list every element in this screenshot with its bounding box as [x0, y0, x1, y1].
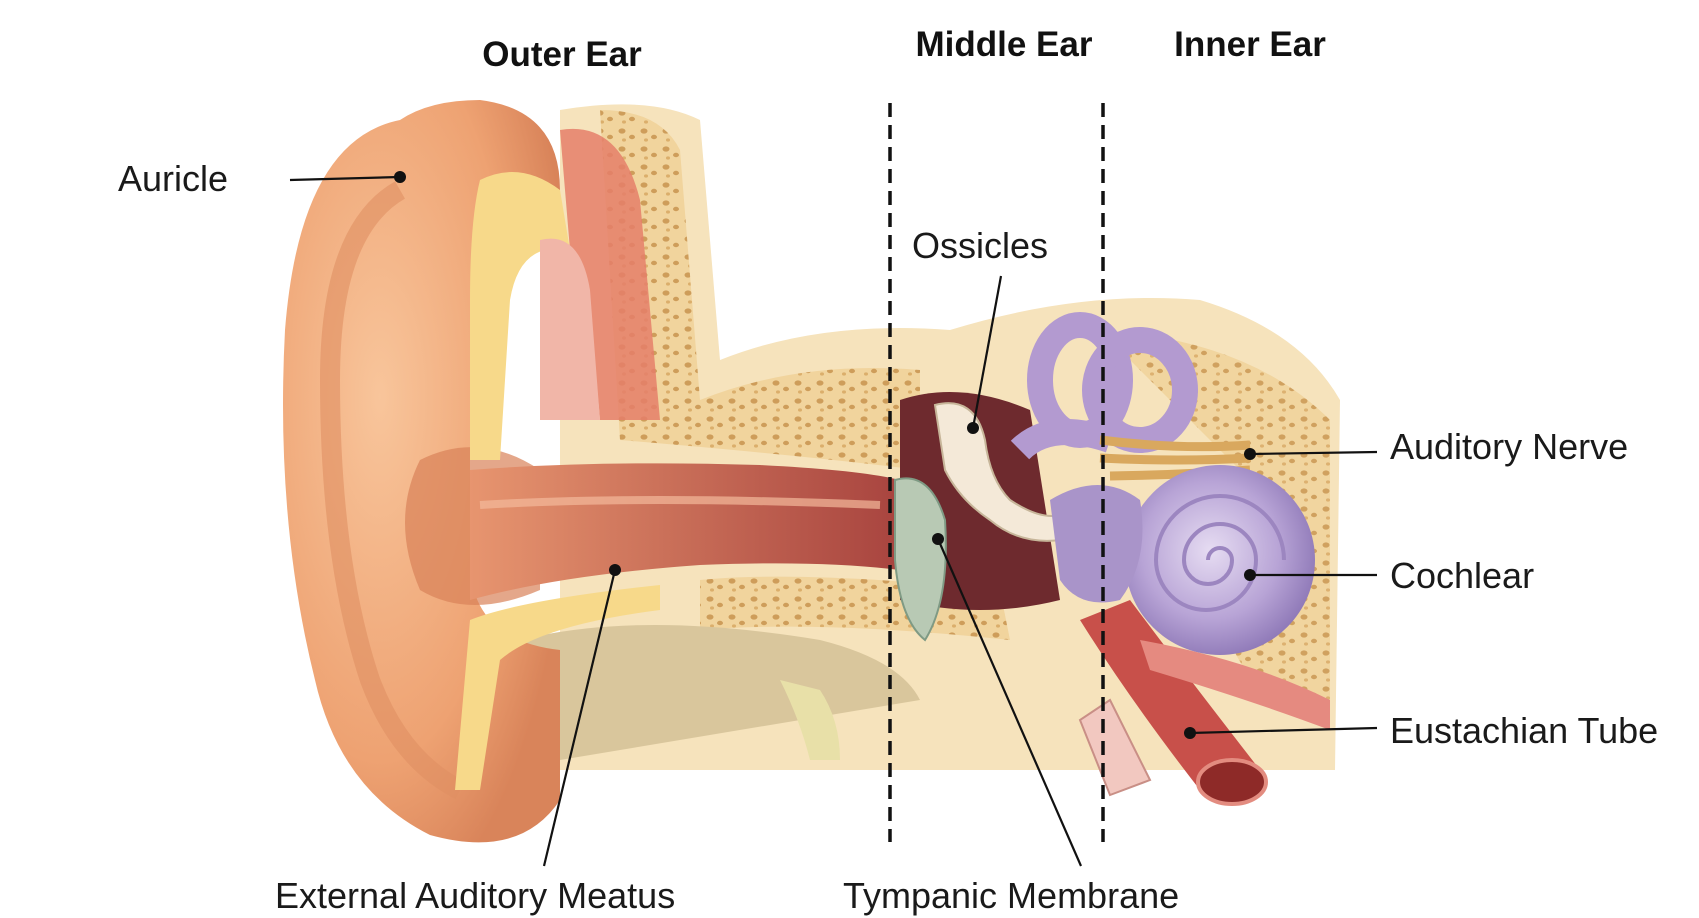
external-auditory-meatus-leader: [542, 569, 617, 867]
auditory-nerve-label: Auditory Nerve: [1390, 426, 1628, 467]
label-external-auditory-meatus: External Auditory Meatus: [275, 564, 675, 916]
cochlear-dot: [1244, 569, 1256, 581]
ossicles-shape: [933, 402, 1061, 542]
auricle-label: Auricle: [118, 158, 228, 199]
tympanic-membrane-leader: [936, 538, 1083, 867]
label-cochlear: Cochlear: [1244, 555, 1534, 596]
ossicles-label: Ossicles: [912, 225, 1048, 266]
region-title-middle-ear: Middle Ear: [916, 25, 1093, 64]
region-title-outer-ear: Outer Ear: [482, 35, 642, 74]
eustachian-tube-leader: [1189, 726, 1378, 735]
cochlear-label: Cochlear: [1390, 555, 1534, 596]
label-tympanic-membrane: Tympanic Membrane: [843, 533, 1179, 916]
external-auditory-meatus-dot: [609, 564, 621, 576]
ear-canal-highlight: [479, 496, 881, 509]
eustachian-tube-dot: [1184, 727, 1196, 739]
auricle-leader: [289, 175, 401, 182]
label-auricle: Auricle: [118, 158, 406, 199]
auditory-nerve-dot: [1244, 448, 1256, 460]
soft-tissue-upper: [560, 128, 660, 420]
ossicles-leader: [971, 275, 1003, 429]
nasopharynx-muscle: [1078, 698, 1152, 797]
eustachian-tube-label: Eustachian Tube: [1390, 710, 1658, 751]
auditory-nerve-leader: [1249, 450, 1378, 456]
label-auditory-nerve: Auditory Nerve: [1244, 426, 1628, 467]
label-eustachian-tube: Eustachian Tube: [1184, 710, 1658, 751]
tympanic-membrane-shape: [894, 477, 947, 642]
region-title-inner-ear: Inner Ear: [1174, 25, 1326, 64]
tympanic-membrane-dot: [932, 533, 944, 545]
cochlea-shape: [1125, 465, 1315, 655]
eustachian-tube-shape: [1080, 600, 1260, 790]
styloid-process: [780, 680, 840, 760]
spongy-bone-upper: [600, 110, 920, 470]
ear-illustration: [283, 100, 1340, 843]
soft-tissue-upper-pink: [540, 238, 600, 420]
cartilage-lower: [455, 585, 660, 790]
auricle-dot: [394, 171, 406, 183]
tympanic-membrane-label: Tympanic Membrane: [843, 875, 1179, 916]
ossicles-dot: [967, 422, 979, 434]
auricle-helix-inner: [319, 181, 465, 799]
label-ossicles: Ossicles: [912, 225, 1048, 434]
eustachian-tube-opening: [1196, 758, 1268, 806]
inner-ear-muscle: [1140, 640, 1330, 730]
vestibule: [1050, 485, 1143, 603]
cochlea-spiral: [1153, 494, 1286, 612]
external-auditory-meatus-label: External Auditory Meatus: [275, 875, 675, 916]
mastoid-region: [520, 625, 920, 760]
